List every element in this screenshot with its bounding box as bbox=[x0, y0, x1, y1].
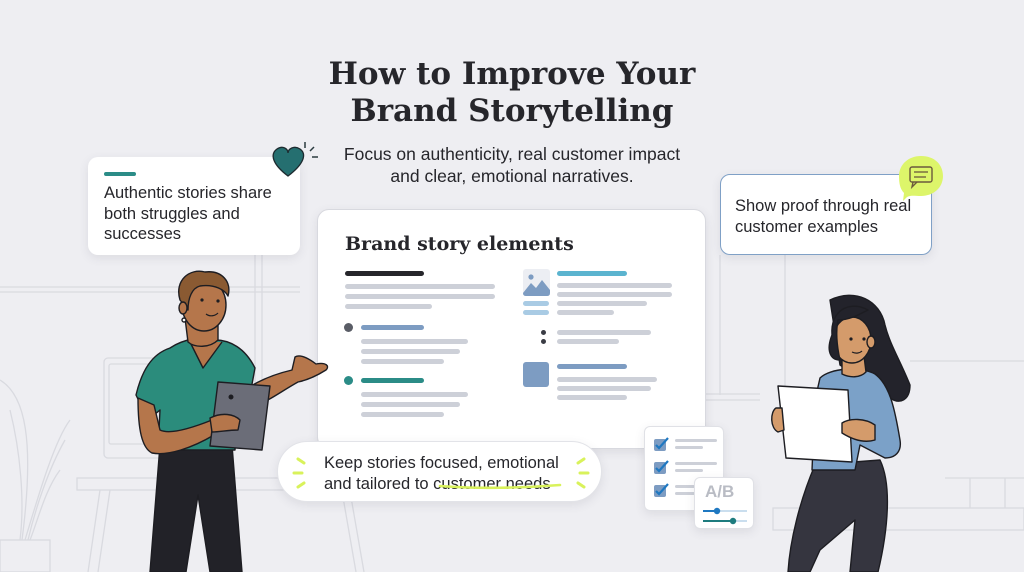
presenter-character-left bbox=[135, 270, 329, 572]
checklist-line bbox=[675, 485, 695, 488]
checklist-line bbox=[675, 469, 703, 472]
text-line bbox=[557, 283, 672, 288]
text-line bbox=[345, 284, 495, 289]
text-line bbox=[345, 304, 432, 309]
sparkle-right-icon bbox=[576, 457, 590, 489]
image-placeholder-icon bbox=[523, 269, 550, 296]
chat-bubble-icon bbox=[899, 156, 943, 201]
page-subtitle: Focus on authenticity, real customer imp… bbox=[0, 143, 1024, 187]
text-line bbox=[345, 294, 495, 299]
text-line bbox=[557, 386, 651, 391]
subheading-bar-cyan bbox=[557, 271, 627, 276]
ab-label: A/B bbox=[705, 482, 735, 501]
callout-text: Authentic stories share both struggles a… bbox=[104, 184, 272, 243]
text-line bbox=[557, 301, 647, 306]
image-tile bbox=[523, 362, 549, 387]
bullet-dot bbox=[344, 376, 353, 385]
page-title: How to Improve Your Brand Storytelling bbox=[0, 56, 1024, 130]
authentic-stories-callout: Authentic stories share both struggles a… bbox=[88, 157, 300, 255]
checklist-line bbox=[675, 462, 717, 465]
title-line-2: Brand Storytelling bbox=[350, 93, 674, 129]
subheading-bar-blue bbox=[557, 364, 627, 369]
text-line bbox=[361, 412, 444, 417]
checklist-line bbox=[675, 492, 695, 495]
callout-text: Show proof through real customer example… bbox=[735, 197, 912, 236]
document-title: Brand story elements bbox=[345, 233, 574, 255]
bullet-dot bbox=[344, 323, 353, 332]
bullet-dot bbox=[541, 330, 546, 335]
bullet-dot bbox=[541, 339, 546, 344]
subheading-bar-teal bbox=[361, 378, 424, 383]
text-line bbox=[361, 349, 460, 354]
subheading-bar-blue bbox=[361, 325, 424, 330]
checklist-line bbox=[675, 446, 703, 449]
highlight-underline bbox=[438, 483, 562, 490]
checkbox-checked-icon bbox=[654, 460, 669, 474]
checklist-widget bbox=[644, 426, 724, 511]
text-line bbox=[557, 339, 619, 344]
text-line bbox=[557, 395, 627, 400]
reader-character-right bbox=[771, 294, 911, 572]
caption-bar bbox=[523, 310, 549, 315]
text-line bbox=[361, 402, 460, 407]
accent-bar bbox=[104, 172, 136, 176]
customer-proof-callout: Show proof through real customer example… bbox=[720, 174, 932, 255]
text-line bbox=[361, 392, 468, 397]
subtitle-line-1: Focus on authenticity, real customer imp… bbox=[343, 144, 681, 164]
ab-test-widget: A/B bbox=[694, 477, 754, 529]
slider-controls-icon bbox=[703, 507, 747, 525]
checklist-line bbox=[675, 439, 717, 442]
heart-icon bbox=[272, 142, 318, 177]
plant-outline bbox=[0, 379, 71, 572]
checkbox-checked-icon bbox=[654, 483, 669, 497]
text-line bbox=[557, 292, 672, 297]
checkbox-checked-icon bbox=[654, 437, 669, 451]
text-line bbox=[557, 310, 614, 315]
heading-bar bbox=[345, 271, 424, 276]
text-line bbox=[557, 330, 651, 335]
caption-bar bbox=[523, 301, 549, 306]
focused-stories-callout: Keep stories focused, emotional and tail… bbox=[277, 441, 602, 502]
callout-text-prefix: Keep stories focused, emotional and tail… bbox=[324, 454, 559, 493]
sparkle-left-icon bbox=[292, 457, 306, 489]
text-line bbox=[361, 339, 468, 344]
title-line-1: How to Improve Your bbox=[328, 56, 696, 92]
subtitle-line-2: and clear, emotional narratives. bbox=[390, 166, 634, 186]
text-line bbox=[361, 359, 444, 364]
brand-story-document: Brand story elements bbox=[317, 209, 706, 449]
text-line bbox=[557, 377, 657, 382]
